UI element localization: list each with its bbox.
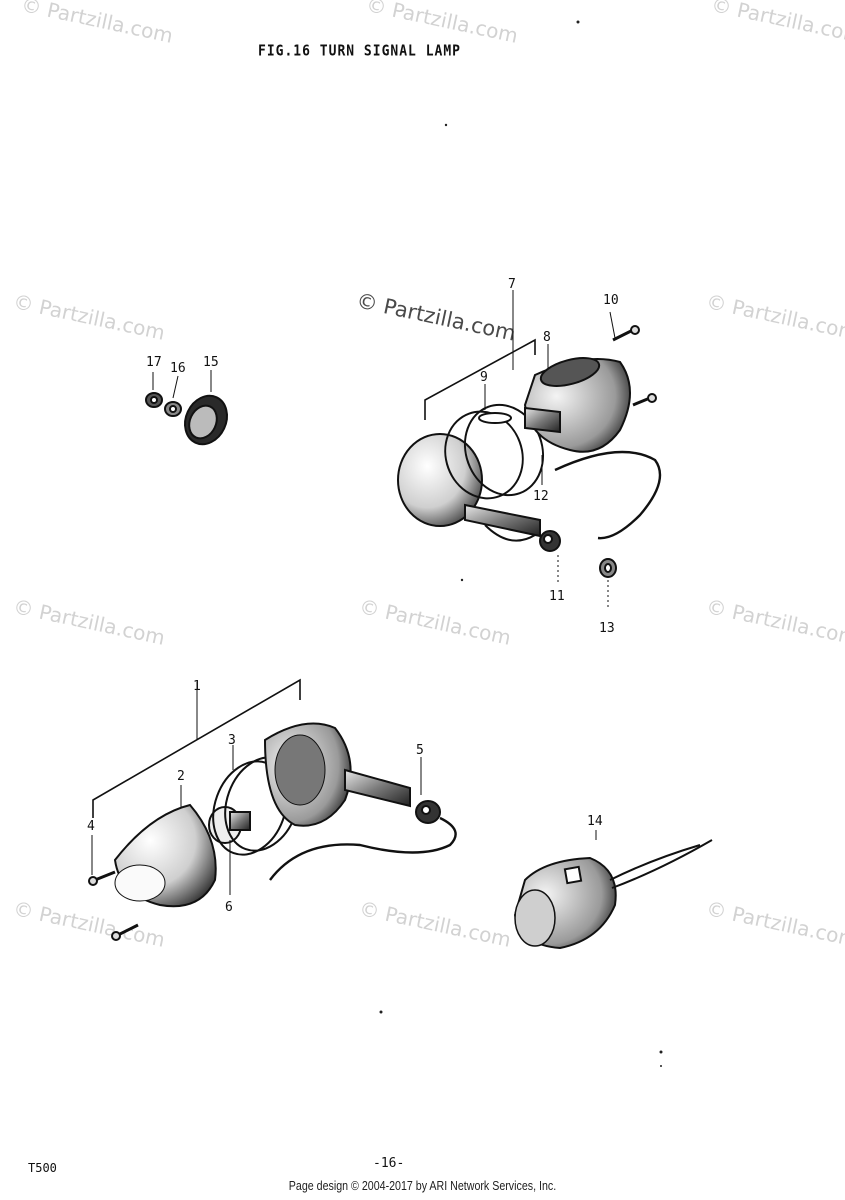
page-number: -16- — [373, 1156, 405, 1171]
callout-15: 15 — [203, 355, 219, 370]
model-code: T500 — [28, 1161, 57, 1175]
callout-11: 11 — [549, 589, 565, 604]
callout-8: 8 — [543, 330, 551, 345]
callout-12: 12 — [533, 489, 549, 504]
callout-2: 2 — [177, 769, 185, 784]
callout-1: 1 — [193, 679, 201, 694]
callout-7: 7 — [508, 277, 516, 292]
callout-17: 17 — [146, 355, 162, 370]
callout-3: 3 — [228, 733, 236, 748]
callout-13: 13 — [599, 621, 615, 636]
copyright-notice: Page design © 2004-2017 by ARI Network S… — [288, 1178, 557, 1193]
rear-turn-signal-assembly — [88, 678, 457, 941]
callout-6: 6 — [225, 900, 233, 915]
callout-4: 4 — [87, 819, 95, 834]
callout-14: 14 — [587, 814, 603, 829]
callout-10: 10 — [603, 293, 619, 308]
reflector-assembly — [145, 370, 228, 446]
figure-title: FIG.16 TURN SIGNAL LAMP — [258, 42, 462, 61]
callout-16: 16 — [170, 361, 186, 376]
callout-5: 5 — [416, 743, 424, 758]
flasher-relay — [513, 830, 713, 950]
front-turn-signal-assembly — [397, 290, 662, 610]
callout-9: 9 — [480, 370, 488, 385]
